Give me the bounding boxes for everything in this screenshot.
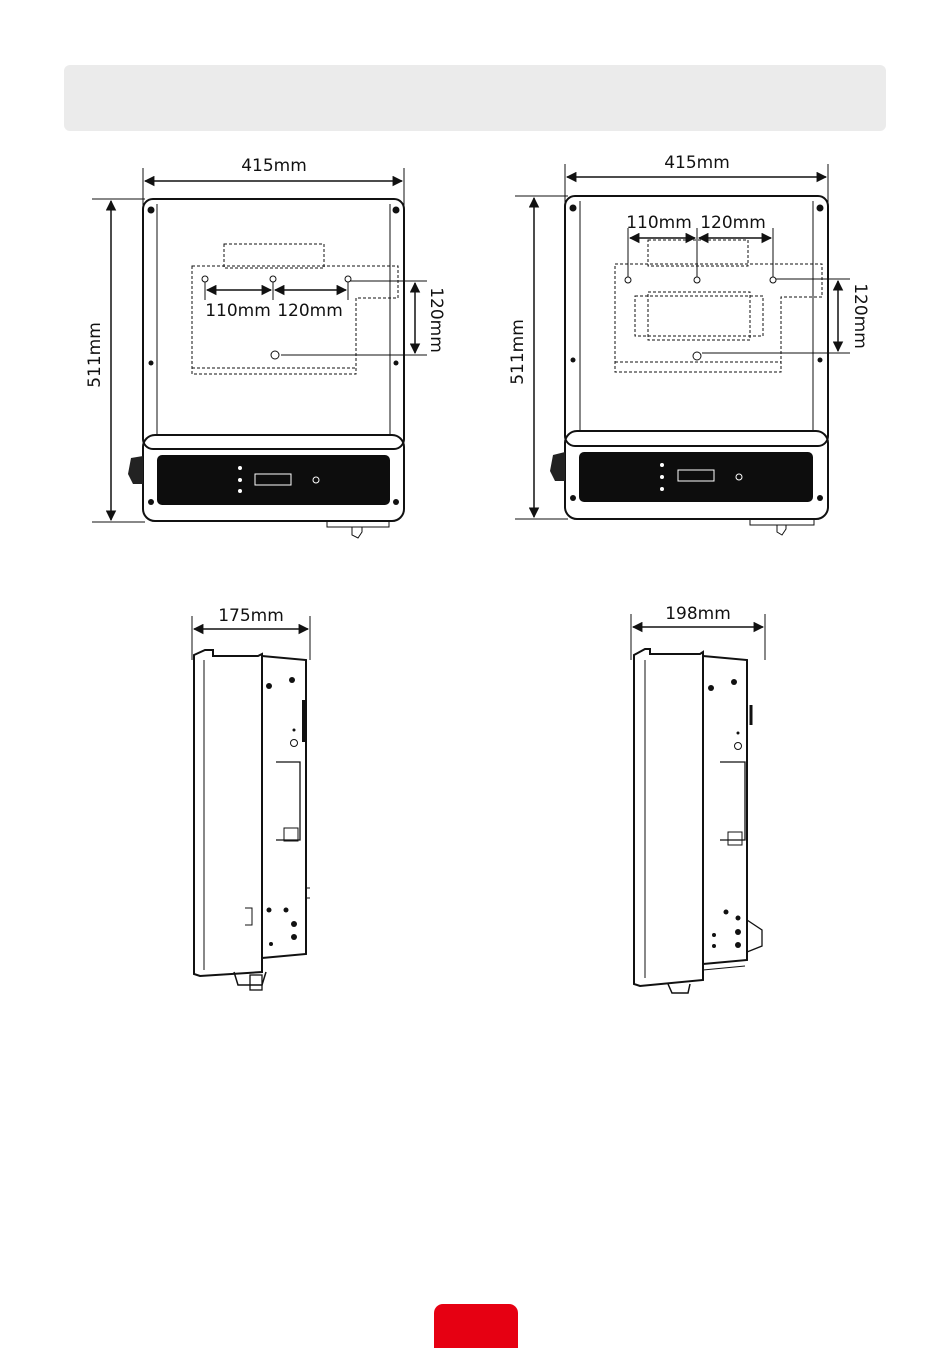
- front-view-a: [92, 168, 427, 538]
- front-a-height-label: 511mm: [85, 322, 105, 388]
- front-a-spacing-left-label: 110mm: [205, 301, 271, 321]
- front-b-spacing-left-label: 110mm: [626, 213, 692, 233]
- dc-switch-handle: [128, 456, 143, 484]
- front-a-width-label: 415mm: [241, 156, 307, 176]
- front-b-spacing-right-label: 120mm: [700, 213, 766, 233]
- side-b-depth-label: 198mm: [665, 604, 731, 624]
- inverter-body: [143, 199, 404, 449]
- side-view-a: [192, 616, 310, 990]
- front-b-spacing-vertical-label: 120mm: [850, 283, 870, 349]
- page-number-tab: [434, 1304, 518, 1348]
- side-view-b: [631, 614, 765, 993]
- front-b-width-label: 415mm: [664, 153, 730, 173]
- front-a-spacing-vertical-label: 120mm: [426, 287, 446, 353]
- side-a-depth-label: 175mm: [218, 606, 284, 626]
- front-a-spacing-right-label: 120mm: [277, 301, 343, 321]
- front-b-height-label: 511mm: [508, 319, 528, 385]
- display-panel: [157, 455, 390, 505]
